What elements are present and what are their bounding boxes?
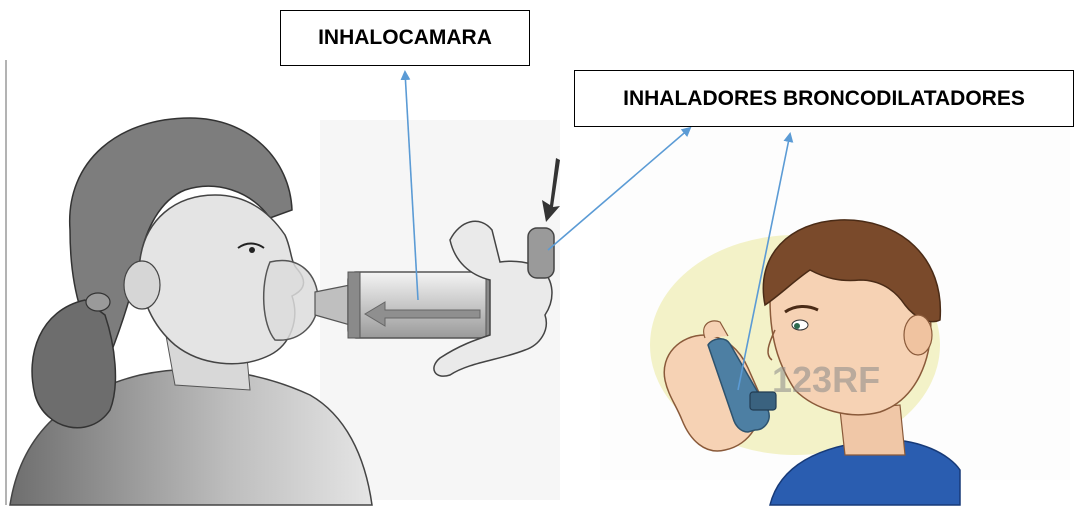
girl-ponytail [31,299,117,429]
man-eyebrow [784,305,819,314]
inhaler-mouthpiece [749,391,777,411]
hair-tie [85,292,111,312]
man-nose [767,329,776,361]
label-inhalers: INHALADORES BRONCODILATADORES [574,70,1074,127]
spacer-chamber [347,271,499,339]
girl-eye [237,242,265,249]
spacer-ring-left [347,271,361,339]
man-fingers [703,320,729,339]
label-spacer-text: INHALOCAMARA [318,26,492,49]
girl-eye-pupil [249,247,255,253]
girl-ear [123,260,161,310]
flow-arrow [364,301,481,327]
mdi-canister [527,227,555,279]
man-eye-pupil [794,323,800,329]
arrow-to-inhalers-label-left [547,126,692,251]
arrow-to-inhalers-label-right [737,132,794,391]
push-arrow [542,158,560,222]
girl-hand [433,220,553,377]
arrow-to-spacer-label [400,70,419,301]
man-ear [903,314,933,356]
label-spacer: INHALOCAMARA [280,10,530,66]
man-with-inhaler-illustration: 123RF [650,219,961,506]
girl-with-spacer-illustration [9,117,560,506]
label-inhalers-text: INHALADORES BRONCODILATADORES [623,86,1025,110]
watermark: 123RF [772,359,880,400]
face-mask [262,259,319,341]
